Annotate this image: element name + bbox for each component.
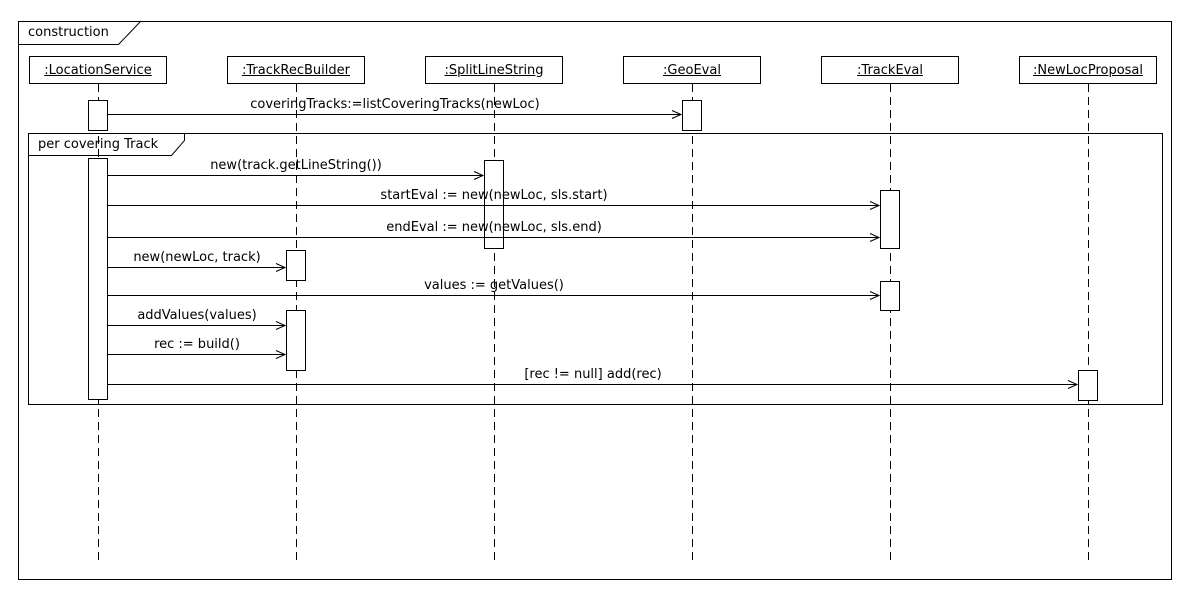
lifeline-head-trackeval: :TrackEval bbox=[821, 56, 959, 84]
lifeline-label: :LocationService bbox=[44, 62, 152, 78]
fragment-label-tab bbox=[28, 133, 185, 156]
lifeline-label: :GeoEval bbox=[663, 62, 721, 78]
message-label-getvalues: values := getValues() bbox=[424, 278, 564, 293]
message-label-new-newloc-track: new(newLoc, track) bbox=[133, 250, 261, 265]
message-label-add-rec: [rec != null] add(rec) bbox=[524, 367, 662, 382]
activation-trackrecbuilder-2 bbox=[286, 310, 306, 371]
fragment-label: per covering Track bbox=[38, 137, 159, 152]
diagram-title: construction bbox=[28, 25, 109, 40]
message-label-addvalues: addValues(values) bbox=[137, 308, 257, 323]
message-arrow-group bbox=[108, 110, 1079, 389]
diagram-title-tab bbox=[18, 21, 142, 45]
activation-group bbox=[88, 100, 1098, 401]
outer-frame-border bbox=[18, 21, 1172, 580]
lifeline-label: :TrackRecBuilder bbox=[242, 62, 350, 78]
message-label-build: rec := build() bbox=[154, 337, 240, 352]
lifeline-head-locationservice: :LocationService bbox=[29, 56, 167, 84]
message-label-listcoveringtracks: coveringTracks:=listCoveringTracks(newLo… bbox=[250, 97, 540, 112]
lifeline-label: :TrackEval bbox=[857, 62, 923, 78]
activation-trackeval-1 bbox=[880, 190, 900, 249]
activation-trackeval-2 bbox=[880, 281, 900, 311]
message-label-starteval: startEval := new(newLoc, sls.start) bbox=[380, 188, 608, 203]
activation-locationservice-1 bbox=[88, 100, 108, 131]
activation-geoeval bbox=[682, 100, 702, 131]
fragment-frame-border bbox=[28, 133, 1163, 405]
message-label-endeval: endEval := new(newLoc, sls.end) bbox=[386, 220, 602, 235]
lifeline-label: :SplitLineString bbox=[444, 62, 544, 78]
lifeline-label: :NewLocProposal bbox=[1032, 62, 1144, 78]
activation-splitlinestring bbox=[484, 160, 504, 249]
message-label-new-linestring: new(track.getLineString()) bbox=[210, 158, 382, 173]
activation-newlocproposal bbox=[1078, 370, 1098, 401]
lifeline-head-splitlinestring: :SplitLineString bbox=[425, 56, 563, 84]
lifeline-head-geoeval: :GeoEval bbox=[623, 56, 761, 84]
lifeline-head-trackrecbuilder: :TrackRecBuilder bbox=[227, 56, 365, 84]
lifeline-head-newlocproposal: :NewLocProposal bbox=[1019, 56, 1157, 84]
lifeline-group bbox=[98, 84, 1089, 565]
activation-locationservice-2 bbox=[88, 158, 108, 400]
activation-trackrecbuilder-1 bbox=[286, 250, 306, 281]
